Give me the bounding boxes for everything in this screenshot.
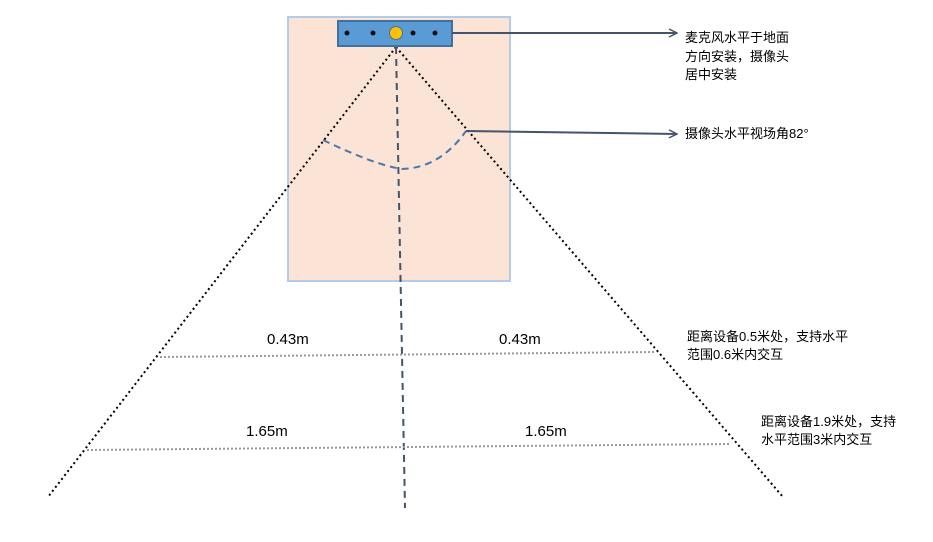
fov-note: 摄像头水平视场角82° <box>685 126 809 141</box>
far-range-line <box>86 443 731 451</box>
mic-note-line1: 麦克风水平于地面 <box>685 30 789 45</box>
device-bar <box>337 20 453 47</box>
mic-note-line2: 方向安装，摄像头 <box>685 49 789 64</box>
far-note-line2: 水平范围3米内交互 <box>761 432 872 447</box>
far-right-width: 1.65m <box>525 423 567 440</box>
far-left-width: 1.65m <box>246 423 288 440</box>
microphone-icon <box>370 30 376 36</box>
microphone-icon <box>344 30 350 36</box>
near-note-line2: 范围0.6米内交互 <box>687 347 783 362</box>
near-range-line <box>159 351 656 358</box>
camera-icon <box>389 26 403 40</box>
microphone-icon <box>410 30 416 36</box>
mic-note-line3: 居中安装 <box>685 67 737 82</box>
fov-callout-arrow <box>465 131 677 134</box>
near-right-width: 0.43m <box>499 331 541 348</box>
near-left-width: 0.43m <box>267 331 309 348</box>
near-note-line1: 距离设备0.5米处，支持水平 <box>687 329 848 344</box>
fov-right-edge <box>395 46 784 498</box>
center-axis <box>395 46 406 509</box>
fov-angle-arc <box>322 130 467 171</box>
far-note-line1: 距离设备1.9米处，支持 <box>761 414 896 429</box>
microphone-icon <box>432 30 438 36</box>
interaction-zone <box>287 16 511 282</box>
